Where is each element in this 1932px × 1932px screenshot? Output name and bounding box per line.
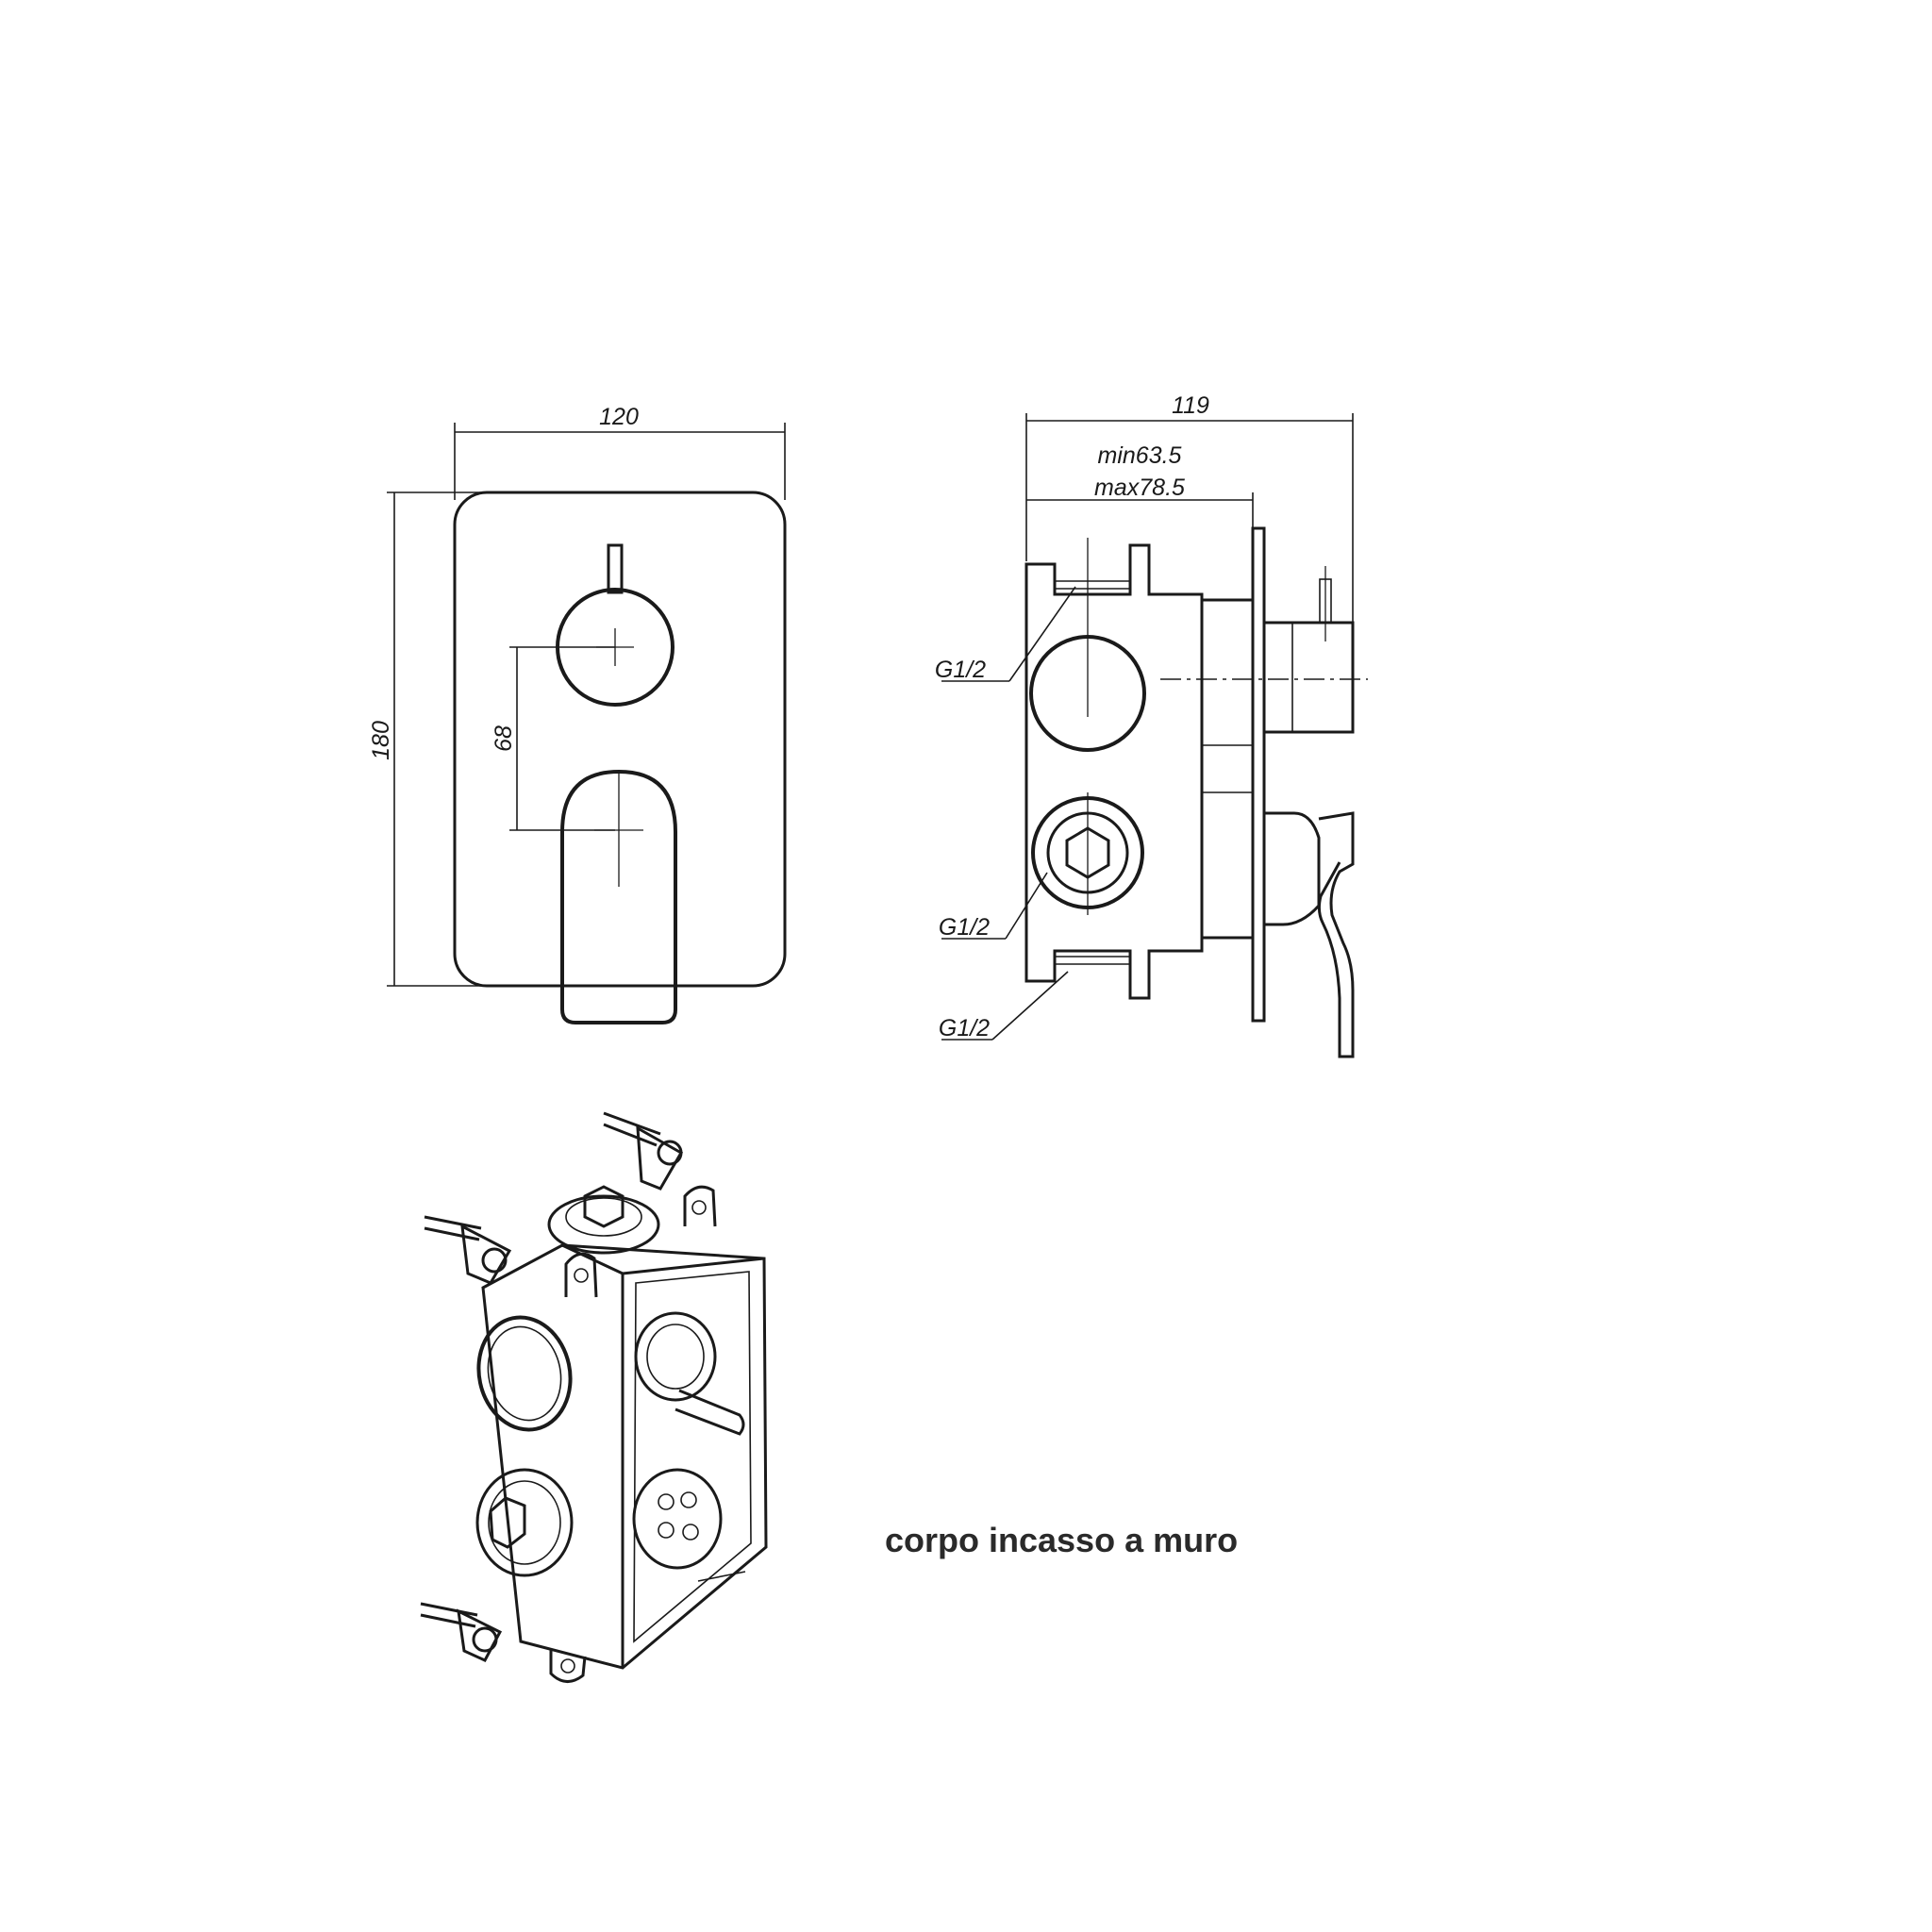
spacing-label: 68 <box>491 725 517 752</box>
bolt-top <box>603 1111 661 1136</box>
max-label: max78.5 <box>1094 475 1185 501</box>
front-port-lower <box>475 1468 574 1577</box>
lug-top-left <box>564 1252 598 1298</box>
width-label: 120 <box>599 404 639 430</box>
diverter-cylinder <box>1262 621 1355 734</box>
mixer-lever <box>560 769 677 1024</box>
thread-mid-label: G1/2 <box>939 914 990 941</box>
lug-top-right <box>683 1185 717 1227</box>
cover-plate <box>453 491 787 988</box>
bolt-left <box>424 1215 482 1230</box>
top-hex <box>583 1185 625 1228</box>
depth-label: 119 <box>1172 392 1209 419</box>
bolt-bottom <box>420 1602 478 1617</box>
box-inner <box>633 1271 752 1643</box>
min-label: min63.5 <box>1098 442 1182 469</box>
inner-port-upper <box>634 1311 717 1402</box>
side-plate <box>1251 526 1266 1023</box>
box-outline <box>481 1243 768 1670</box>
lever-base <box>1264 811 1321 926</box>
inner-stem <box>675 1389 745 1436</box>
top-ring <box>547 1194 660 1255</box>
front-view: 120 180 68 <box>368 404 787 1024</box>
iso-caption: corpo incasso a muro <box>885 1521 1238 1559</box>
height-label: 180 <box>368 721 394 760</box>
thread-top-label: G1/2 <box>935 657 986 683</box>
front-hex <box>489 1496 526 1549</box>
valve-body <box>1024 543 1204 1000</box>
iso-view <box>420 1111 768 1683</box>
side-view: 119 min63.5 max78.5 <box>935 392 1368 1058</box>
cartridge-housing <box>1200 598 1255 940</box>
front-port-upper <box>476 1315 573 1432</box>
lug-bottom <box>549 1649 587 1683</box>
diverter-stem <box>607 543 624 594</box>
inner-port-lower <box>632 1468 723 1570</box>
thread-bottom-label: G1/2 <box>939 1015 990 1041</box>
lever-side <box>1317 811 1355 1058</box>
